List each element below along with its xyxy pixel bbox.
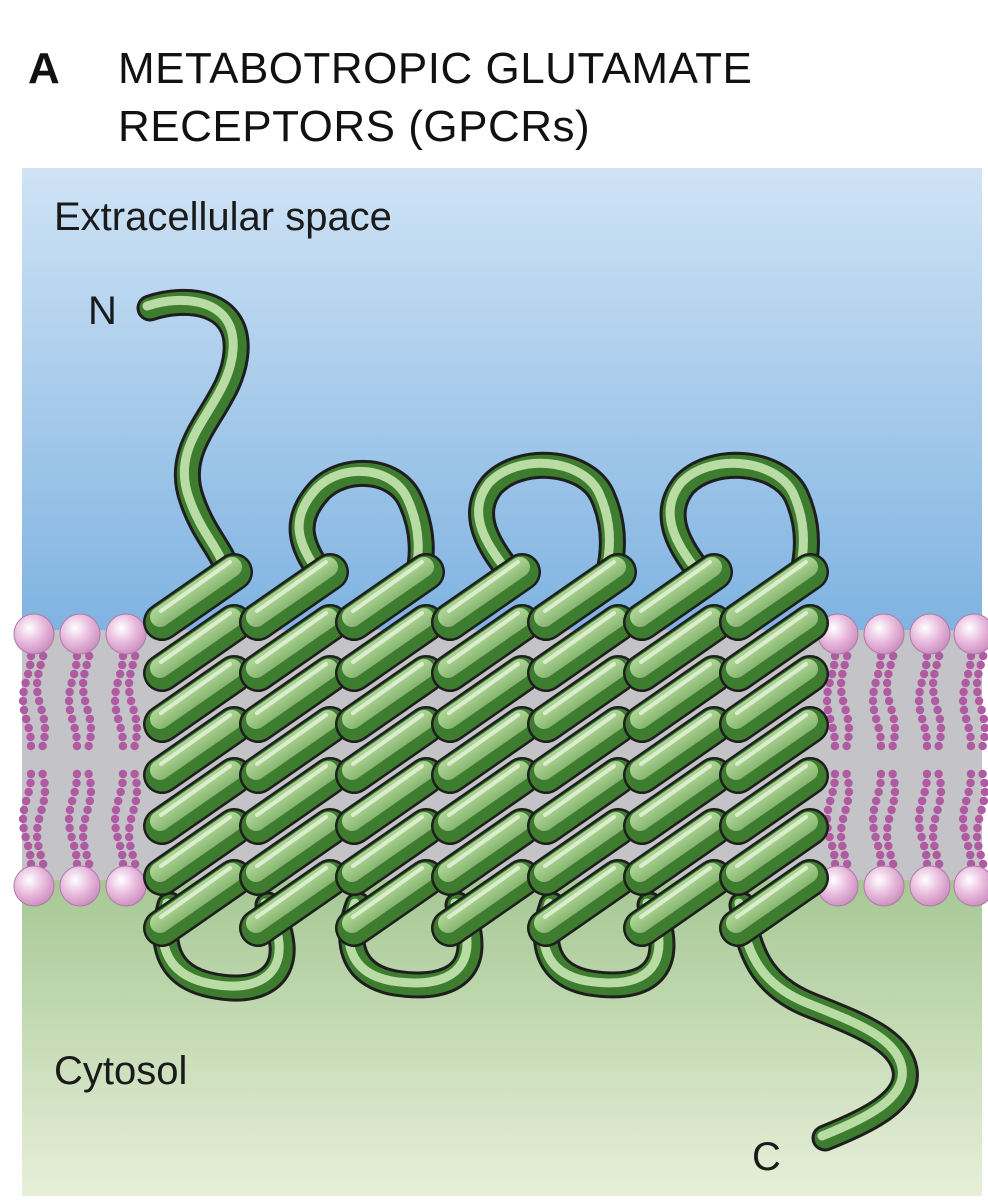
lipid — [953, 613, 988, 907]
transmembrane-helix — [143, 553, 253, 947]
lipid — [13, 613, 55, 907]
extracellular-loop-1 — [288, 459, 435, 589]
extracellular-loop-3 — [659, 451, 820, 589]
title-line-2: RECEPTORS (GPCRs) — [118, 102, 591, 151]
lipid — [863, 613, 905, 907]
lipid-bilayer — [13, 613, 988, 907]
n-terminal-tail — [136, 288, 250, 589]
lipid — [817, 613, 859, 907]
title-line-1: METABOTROPIC GLUTAMATE — [118, 44, 753, 93]
extracellular-loop-2 — [468, 451, 626, 589]
transmembrane-helix — [335, 553, 445, 947]
lipid — [59, 613, 101, 907]
n-terminus-label: N — [88, 289, 117, 333]
transmembrane-helices — [143, 553, 829, 947]
transmembrane-helix — [623, 553, 733, 947]
extracellular-label: Extracellular space — [54, 195, 392, 239]
transmembrane-helix — [239, 553, 349, 947]
transmembrane-helix — [719, 553, 829, 947]
transmembrane-helix — [527, 553, 637, 947]
c-terminal-tail — [728, 891, 919, 1152]
transmembrane-helix — [431, 553, 541, 947]
lipid — [105, 613, 147, 907]
lipid — [909, 613, 951, 907]
panel-letter: A — [28, 44, 60, 93]
c-terminus-label: C — [752, 1135, 781, 1179]
cytosol-label: Cytosol — [54, 1049, 187, 1093]
